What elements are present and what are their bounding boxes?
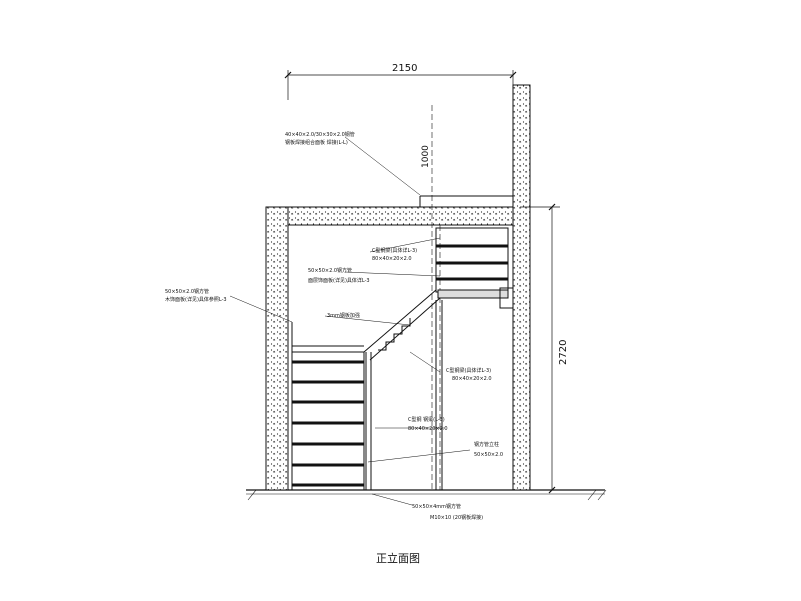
note-top-handrail-2: 钢板焊接组合面板 焊接(L-L) <box>285 139 348 146</box>
support-columns <box>365 300 443 490</box>
note-base-2: M10×10 (20钢板焊接) <box>430 514 483 521</box>
note-small-pipe-1: 50×50×2.0钢方管 <box>308 267 352 274</box>
centerline <box>431 105 441 490</box>
note-column-1: 钢方管立柱 <box>474 441 499 448</box>
note-left-pipe-2: 木饰面板(详见)具体参照L-3 <box>165 296 227 303</box>
ground-hatch <box>247 489 607 501</box>
dimension-height-label: 2720 <box>558 340 569 365</box>
note-top-handrail-1: 40×40×2.0/30×30×2.0钢管 <box>285 131 355 138</box>
right-wall <box>512 84 531 491</box>
dimension-1000-label: 1000 <box>421 145 431 168</box>
note-c-channel-c-2: 80×40×20×2.0 <box>408 426 448 432</box>
dimension-width-label: 2150 <box>392 63 417 74</box>
lower-stair <box>291 322 365 491</box>
room-interior <box>287 224 514 491</box>
dimension-height <box>520 203 560 494</box>
note-base-1: 50×50×4mm钢方管 <box>412 503 461 510</box>
note-c-channel-a-2: 80×40×20×2.0 <box>372 256 412 262</box>
note-c-channel-c-1: C型钢 钢梁(L-3) <box>408 416 445 423</box>
note-mid-label: 3mm钢板加强 <box>327 312 360 319</box>
leader-lines <box>229 136 471 506</box>
note-left-pipe-1: 50×50×2.0钢方管 <box>165 288 209 295</box>
note-c-channel-a-1: C型钢梁(具体详L-3) <box>372 247 417 254</box>
note-small-pipe-2: 面层饰面板(详见)具体详L-3 <box>308 277 370 284</box>
left-wall <box>265 206 289 491</box>
top-slab <box>287 206 514 226</box>
upper-stair <box>419 195 514 309</box>
dimension-width <box>284 70 517 100</box>
note-c-channel-b-1: C型钢梁(具体详L-3) <box>446 367 491 374</box>
note-c-channel-b-2: 80×40×20×2.0 <box>452 376 492 382</box>
diagonal-stringer <box>363 289 441 361</box>
drawing-title: 正立面图 <box>376 551 420 565</box>
note-column-2: 50×50×2.0 <box>474 452 503 458</box>
